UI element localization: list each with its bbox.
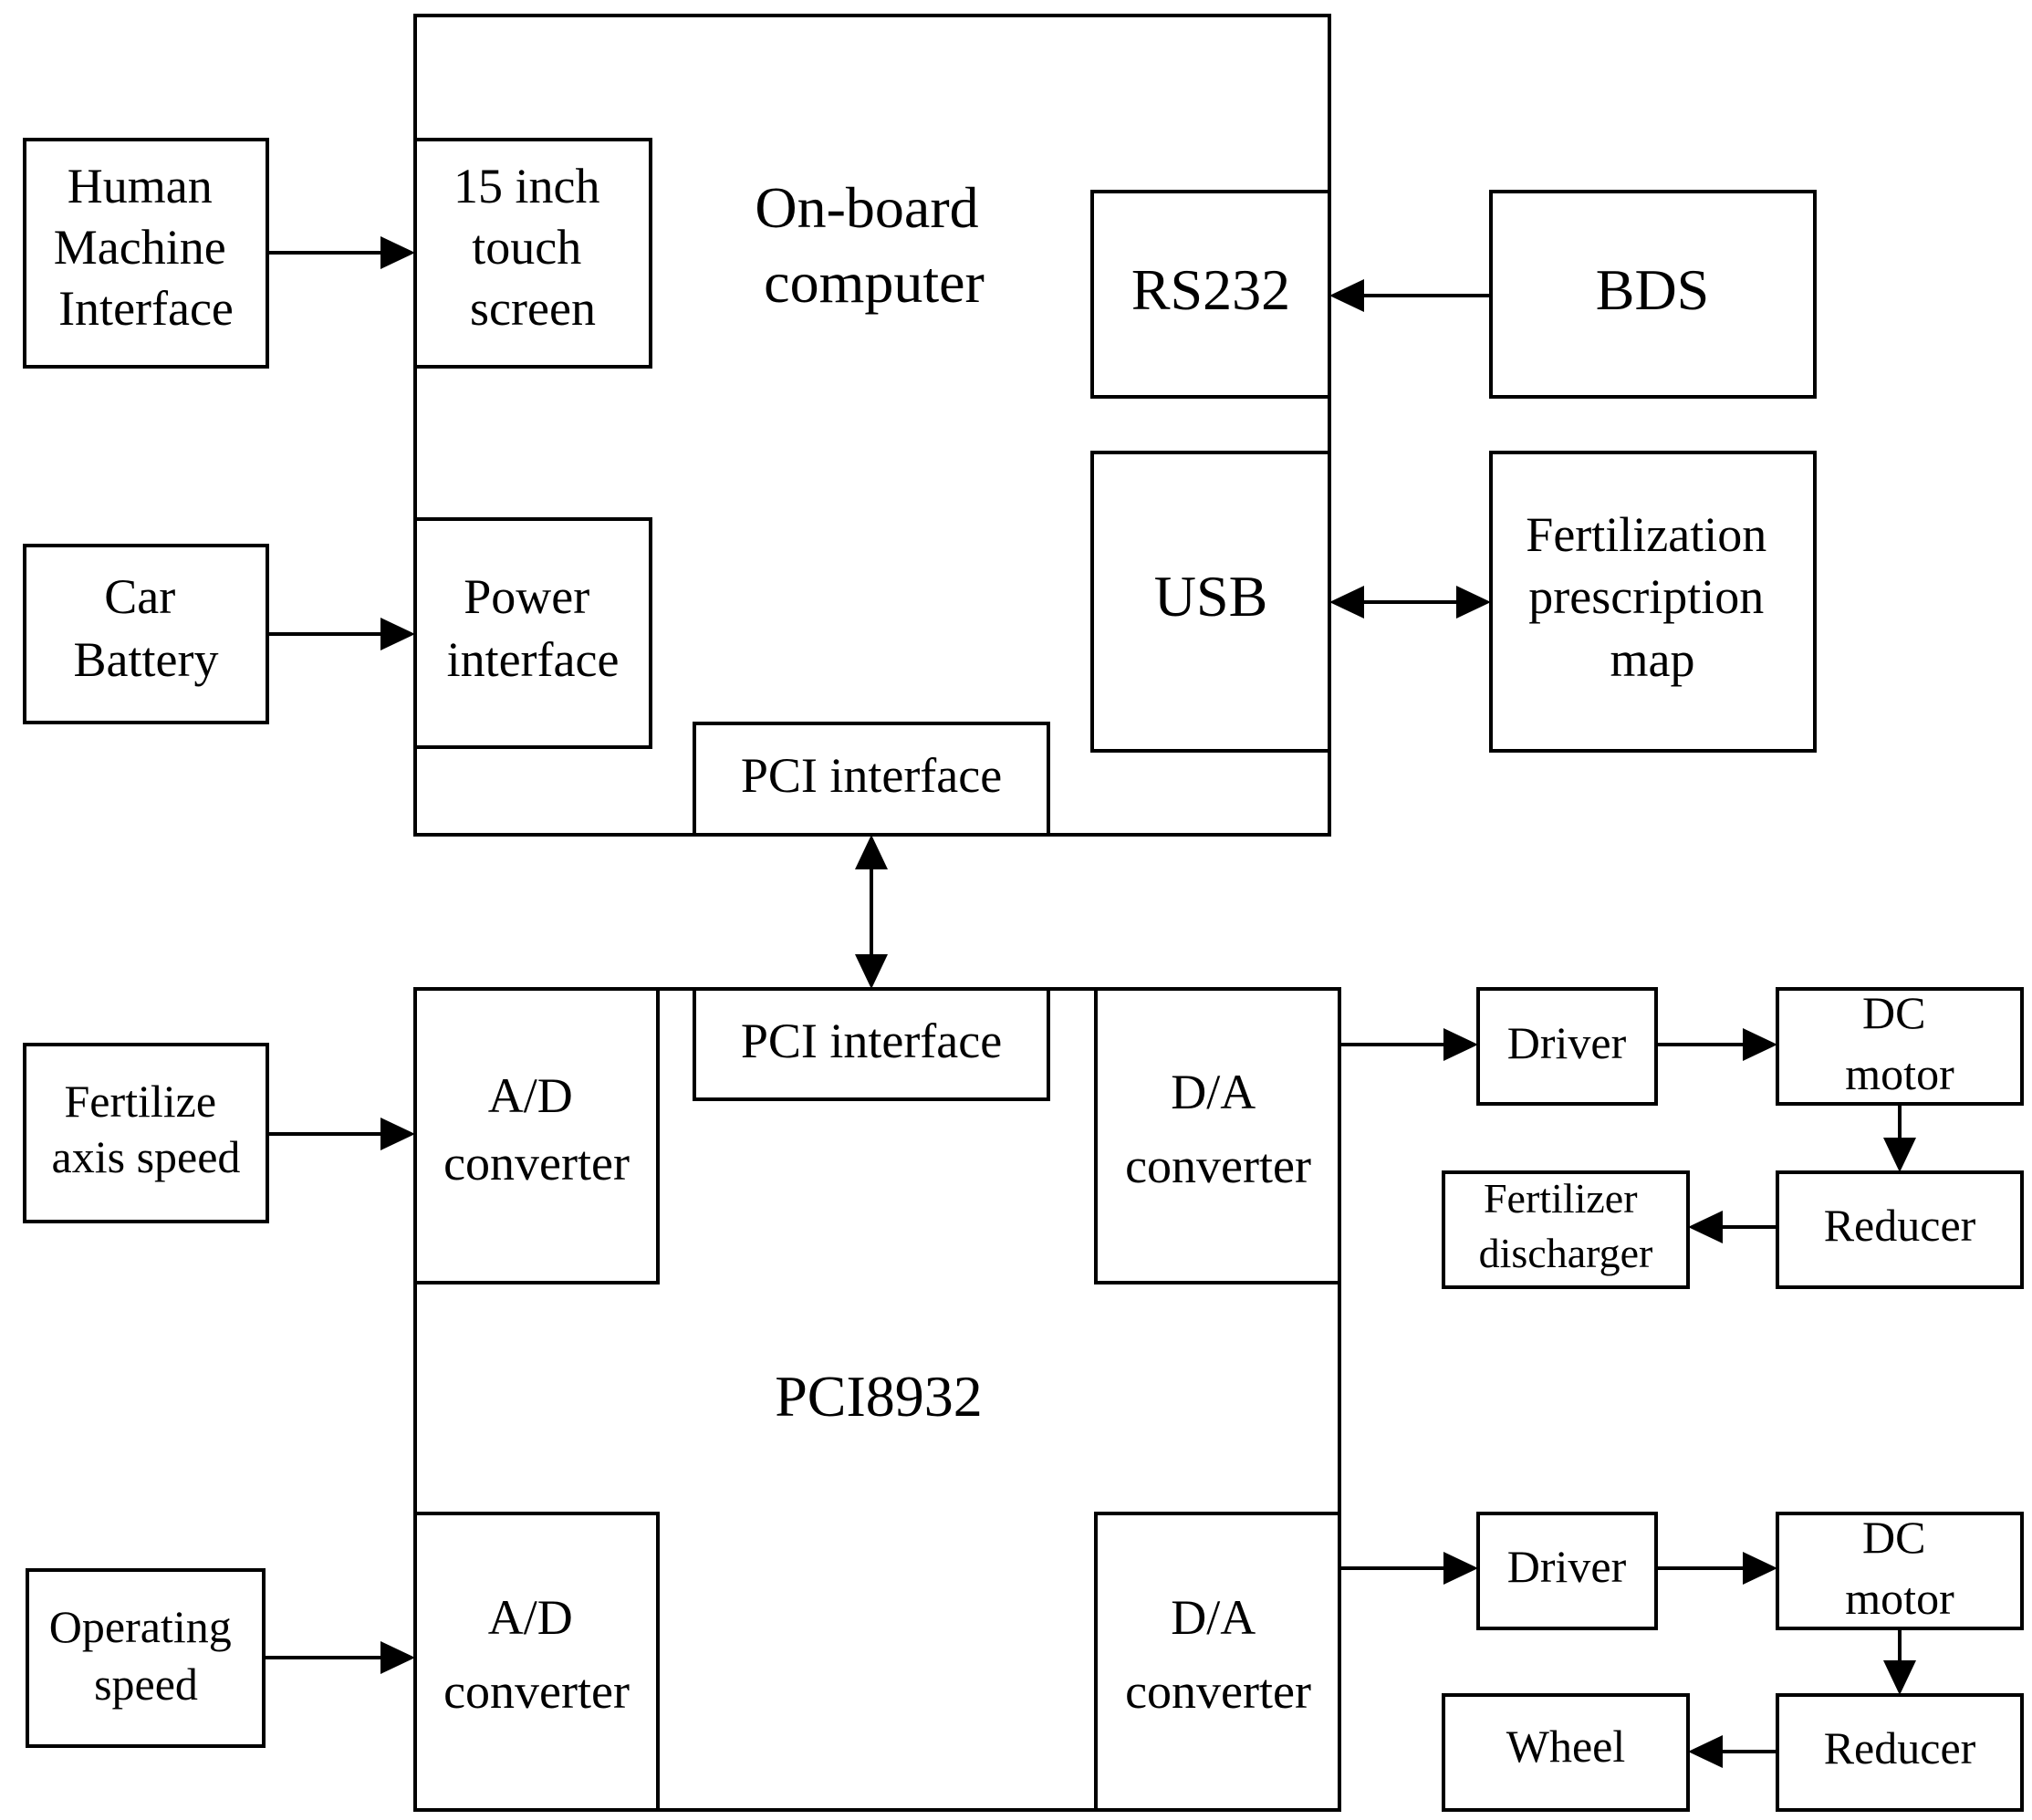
fertilize-axis-speed-block: Fertilize axis speed [23,1043,269,1223]
arrow-reducer1-to-discharger [1688,1211,1777,1243]
svg-text:Reducer: Reducer [1824,1200,1976,1251]
svg-text:PCI interface: PCI interface [741,748,1002,803]
reducer-1-block: Reducer [1776,1170,2024,1289]
pci-interface-top-block: PCI interface [693,722,1050,837]
arrow-dcmotor2-to-reducer2 [1883,1628,1916,1695]
rs232-block: RS232 [1090,190,1331,399]
hmi-block: Human Machine Interface [23,138,269,369]
arrow-fert-speed-to-ad1 [267,1118,415,1150]
arrow-usb-prescription-map [1329,586,1491,619]
ad-converter-1-block: A/D converter [413,987,660,1284]
bds-block: BDS [1489,190,1817,399]
arrow-da1-to-driver1 [1339,1028,1478,1061]
da-converter-2-block: D/A converter [1094,1512,1341,1812]
dc-motor-2-block: DC motor [1776,1512,2024,1630]
driver-2-block: Driver [1476,1512,1658,1630]
svg-text:Car Battery: Car Battery [74,569,219,687]
svg-text:USB: USB [1154,564,1268,629]
operating-speed-block: Operating speed [26,1568,266,1748]
svg-text:Fertilizer discharger: Fertilizer discharger [1479,1175,1653,1276]
arrow-pci-top-pci-bottom [855,835,888,989]
svg-text:Fertilize axis speed: Fertilize axis speed [52,1076,241,1182]
arrow-reducer2-to-wheel [1688,1735,1777,1768]
svg-text:DC motor: DC motor [1845,1512,1954,1624]
svg-text:D/A converter: D/A converter [1125,1065,1311,1193]
svg-text:Driver: Driver [1507,1017,1627,1068]
arrow-driver2-to-dcmotor2 [1656,1552,1777,1585]
pci-interface-bottom-block: PCI interface [693,987,1050,1101]
svg-text:RS232: RS232 [1131,257,1290,322]
arrow-hmi-to-touch-screen [267,236,415,269]
svg-text:D/A converter: D/A converter [1125,1590,1311,1719]
pci8932-label: PCI8932 [775,1364,983,1429]
svg-text:BDS: BDS [1596,257,1710,322]
svg-text:Reducer: Reducer [1824,1722,1976,1773]
svg-text:DC motor: DC motor [1845,987,1954,1099]
onboard-computer-label: On-board computer [755,175,993,315]
arrow-battery-to-power-interface [267,618,415,650]
svg-text:Driver: Driver [1507,1541,1627,1592]
dc-motor-1-block: DC motor [1776,987,2024,1106]
driver-1-block: Driver [1476,987,1658,1106]
arrow-op-speed-to-ad2 [264,1641,415,1674]
svg-text:Power interface: Power interface [447,569,620,687]
touch-screen-block: 15 inch touch screen [413,138,652,369]
svg-text:PCI interface: PCI interface [741,1014,1002,1068]
fertilizer-discharger-block: Fertilizer discharger [1442,1170,1690,1289]
svg-text:A/D converter: A/D converter [443,1068,630,1191]
car-battery-block: Car Battery [23,544,269,724]
reducer-2-block: Reducer [1776,1693,2024,1812]
arrow-bds-to-rs232 [1329,279,1491,312]
svg-text:15 inch touch scre: 15 inch touch screen [453,159,612,336]
svg-text:Wheel: Wheel [1506,1721,1625,1772]
arrow-driver1-to-dcmotor1 [1656,1028,1777,1061]
wheel-block: Wheel [1442,1693,1690,1812]
prescription-map-block: Fertilization prescription map [1489,451,1817,753]
arrow-dcmotor1-to-reducer1 [1883,1104,1916,1172]
arrow-da2-to-driver2 [1339,1552,1478,1585]
da-converter-1-block: D/A converter [1094,987,1341,1284]
power-interface-block: Power interface [413,517,652,749]
ad-converter-2-block: A/D converter [413,1512,660,1812]
svg-text:Human Machine Inte: Human Machine Interface [54,159,238,336]
svg-text:A/D converter: A/D converter [443,1590,630,1719]
svg-text:Operating speed: Operating speed [49,1601,243,1710]
svg-text:Fertilization prescripti: Fertilization prescription map [1526,507,1778,687]
usb-block: USB [1090,451,1331,753]
